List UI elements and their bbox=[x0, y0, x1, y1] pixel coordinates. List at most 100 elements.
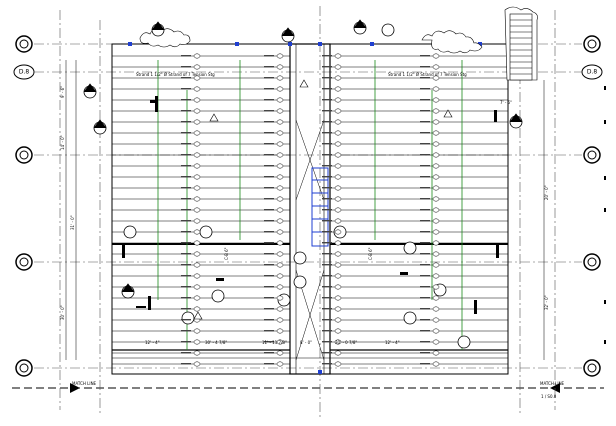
dim-right-1: 7' - 6" bbox=[500, 100, 512, 105]
stall-tag-text bbox=[264, 176, 274, 178]
stall-tag-text bbox=[322, 66, 332, 68]
stall-tag-text bbox=[322, 110, 332, 112]
grid-label-d8: D.8 bbox=[19, 69, 30, 76]
stall-tag-text bbox=[181, 297, 191, 299]
stall-tag bbox=[193, 130, 201, 136]
stall-tag-text bbox=[420, 319, 430, 321]
stall-tag-text bbox=[264, 341, 274, 343]
stall-tag-text bbox=[264, 143, 274, 145]
stall-tag-text bbox=[264, 242, 274, 244]
stall-tag bbox=[276, 361, 284, 367]
vertical-gridlines bbox=[59, 6, 556, 420]
stall-tag bbox=[432, 295, 440, 301]
stall-tag bbox=[334, 207, 342, 213]
stall-tag bbox=[193, 284, 201, 290]
stall-tag-text bbox=[181, 88, 191, 90]
stall-tag bbox=[193, 218, 201, 224]
stall-tag-text bbox=[264, 253, 274, 255]
stall-tag-text bbox=[181, 253, 191, 255]
stall-tag bbox=[432, 119, 440, 125]
stall-tags-left bbox=[181, 53, 284, 367]
stall-tag bbox=[432, 251, 440, 257]
stall-tag-text bbox=[420, 143, 430, 145]
stall-tag-text bbox=[181, 286, 191, 288]
stall-tag bbox=[193, 295, 201, 301]
stall-tag-text bbox=[181, 308, 191, 310]
stall-tag bbox=[193, 240, 201, 246]
stall-tag bbox=[334, 262, 342, 268]
stall-tag bbox=[334, 108, 342, 114]
stall-tag-text bbox=[181, 110, 191, 112]
stall-tag-text bbox=[264, 319, 274, 321]
stall-tag bbox=[276, 295, 284, 301]
stall-tag-text bbox=[322, 165, 332, 167]
revision-tags bbox=[193, 79, 453, 320]
stall-tag-text bbox=[420, 88, 430, 90]
edge-ticks bbox=[604, 86, 606, 344]
stall-tag bbox=[193, 97, 201, 103]
stall-tag-text bbox=[420, 209, 430, 211]
stall-tag-text bbox=[420, 110, 430, 112]
stall-tag-text bbox=[264, 165, 274, 167]
stall-tag bbox=[432, 350, 440, 356]
dim-bottom-3: 11' - 11 7/8" bbox=[262, 340, 287, 345]
stall-tag bbox=[276, 64, 284, 70]
stall-tag bbox=[334, 306, 342, 312]
stall-tag-text bbox=[264, 132, 274, 134]
stall-tag-text bbox=[322, 198, 332, 200]
stall-tag-text bbox=[420, 242, 430, 244]
match-line-label-right: MATCH LINE bbox=[540, 381, 565, 386]
stall-tag-text bbox=[264, 330, 274, 332]
stall-tag bbox=[432, 163, 440, 169]
stall-tag-text bbox=[264, 55, 274, 57]
stall-tag-text bbox=[420, 352, 430, 354]
stall-tags-right bbox=[322, 53, 440, 367]
stall-tag-text bbox=[181, 242, 191, 244]
stall-tag-text bbox=[264, 187, 274, 189]
stall-tag bbox=[432, 306, 440, 312]
stall-tag-text bbox=[322, 220, 332, 222]
stall-tag-text bbox=[420, 275, 430, 277]
stall-tag-text bbox=[322, 264, 332, 266]
stall-tag bbox=[432, 130, 440, 136]
dim-left-4: 30' - 0" bbox=[60, 305, 65, 320]
stall-tag-text bbox=[181, 99, 191, 101]
stall-tag-text bbox=[420, 341, 430, 343]
stall-tag bbox=[193, 339, 201, 345]
stall-tag-text bbox=[322, 77, 332, 79]
stall-tag bbox=[334, 196, 342, 202]
stall-tag bbox=[432, 185, 440, 191]
stall-tag bbox=[276, 218, 284, 224]
stall-tag-text bbox=[322, 275, 332, 277]
stall-tag-text bbox=[181, 143, 191, 145]
stall-tag bbox=[334, 361, 342, 367]
dim-left-1: 9' - 6" bbox=[60, 86, 65, 98]
stall-tag bbox=[432, 174, 440, 180]
sheet-reference: 1 / S0.0 bbox=[541, 394, 557, 399]
match-line: MATCH LINE MATCH LINE 1 / S0.0 bbox=[12, 381, 604, 399]
stall-tag bbox=[276, 284, 284, 290]
stall-tag bbox=[276, 185, 284, 191]
top-column-markers bbox=[128, 42, 482, 374]
stall-tag-text bbox=[420, 176, 430, 178]
stall-tag bbox=[334, 119, 342, 125]
stall-tag-text bbox=[264, 154, 274, 156]
stall-tag bbox=[334, 339, 342, 345]
right-deck-outline bbox=[329, 43, 509, 375]
stall-tag bbox=[276, 306, 284, 312]
dim-right-3: 32' - 0" bbox=[544, 295, 549, 310]
match-line-label-left: MATCH LINE bbox=[72, 381, 97, 386]
stall-tag-text bbox=[322, 330, 332, 332]
dim-left-3: 31' - 0" bbox=[70, 215, 75, 230]
stall-tag-text bbox=[181, 132, 191, 134]
right-grid-bubbles: D.8 bbox=[581, 35, 603, 377]
stall-tag bbox=[334, 218, 342, 224]
stall-tag bbox=[432, 317, 440, 323]
stall-tag-text bbox=[181, 209, 191, 211]
stall-tag bbox=[276, 262, 284, 268]
stall-tag bbox=[334, 130, 342, 136]
stall-tag-text bbox=[420, 264, 430, 266]
grid-bubble bbox=[15, 359, 33, 377]
stall-tag bbox=[193, 53, 201, 59]
